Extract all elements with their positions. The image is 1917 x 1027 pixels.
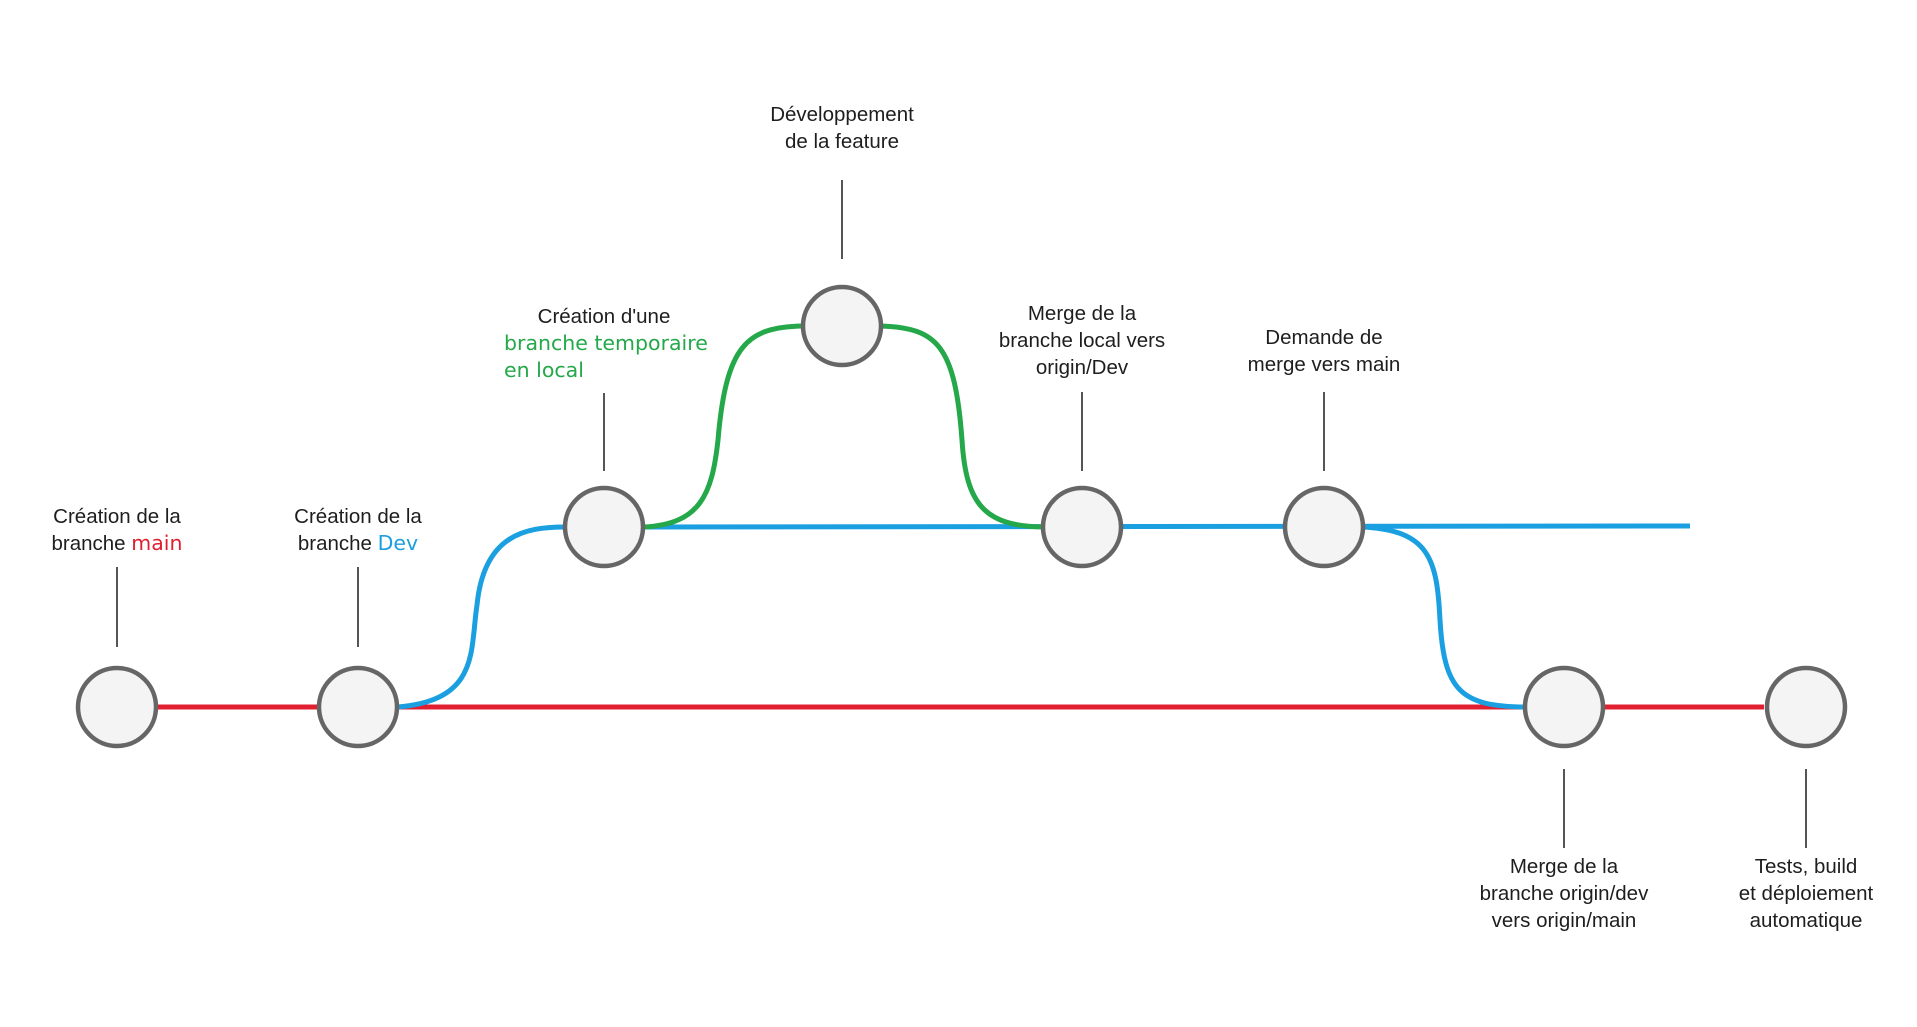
node-merge-request [1282, 485, 1366, 569]
label-merge-local-line1: Merge de la [1027, 302, 1137, 325]
label-merge-request-line2: merge vers main [1247, 353, 1401, 376]
label-creation-main-line1: Création de la [53, 505, 181, 528]
branch-name-temp-line2: en local [504, 358, 584, 382]
label-deploy-line3: automatique [1749, 909, 1863, 932]
label-merge-request-line1: Demande de [1265, 326, 1383, 349]
feature-branch-merge-curve [880, 323, 1044, 530]
label-deploy-line2: et déploiement [1738, 882, 1874, 905]
label-merge-origin-line1: Merge de la [1509, 855, 1619, 878]
dev-branch-fork-curve [397, 524, 566, 710]
branch-name-temp-line1: branche temporaire [504, 331, 708, 355]
branch-name-main: main [131, 531, 183, 555]
label-creation-main: Création de la branche main [0, 503, 237, 557]
node-creation-main [75, 665, 159, 749]
dev-to-main-merge-curve [1361, 524, 1528, 710]
label-creation-dev-prefix: branche [297, 532, 378, 555]
label-feature-dev: Développement de la feature [722, 101, 962, 155]
label-creation-main-prefix: branche [51, 532, 132, 555]
label-creation-temp-line1: Création d'une [537, 305, 671, 328]
label-merge-origin: Merge de la branche origin/dev vers orig… [1444, 853, 1684, 934]
label-creation-temp: Création d'une branche temporaire en loc… [484, 303, 724, 384]
node-feature-dev [800, 284, 884, 368]
branch-name-dev: Dev [377, 531, 419, 555]
label-creation-dev-line1: Création de la [294, 505, 422, 528]
label-merge-origin-line2: branche origin/dev [1479, 882, 1649, 905]
label-deploy: Tests, build et déploiement automatique [1686, 853, 1917, 934]
label-merge-local-line2: branche local vers [998, 329, 1166, 352]
label-merge-request: Demande de merge vers main [1204, 324, 1444, 378]
label-merge-local-line3: origin/Dev [1035, 356, 1129, 379]
label-creation-dev: Création de la branche Dev [238, 503, 478, 557]
node-creation-temp [562, 485, 646, 569]
label-deploy-line1: Tests, build [1754, 855, 1858, 878]
node-merge-local [1040, 485, 1124, 569]
feature-branch-fork-curve [643, 323, 804, 530]
node-merge-origin [1522, 665, 1606, 749]
label-feature-dev-line1: Développement [770, 103, 914, 126]
label-feature-dev-line2: de la feature [785, 130, 899, 153]
dev-branch-line [643, 523, 1691, 530]
node-creation-dev [316, 665, 400, 749]
label-merge-origin-line3: vers origin/main [1491, 909, 1637, 932]
node-deploy [1764, 665, 1848, 749]
label-merge-local: Merge de la branche local vers origin/De… [962, 300, 1202, 381]
